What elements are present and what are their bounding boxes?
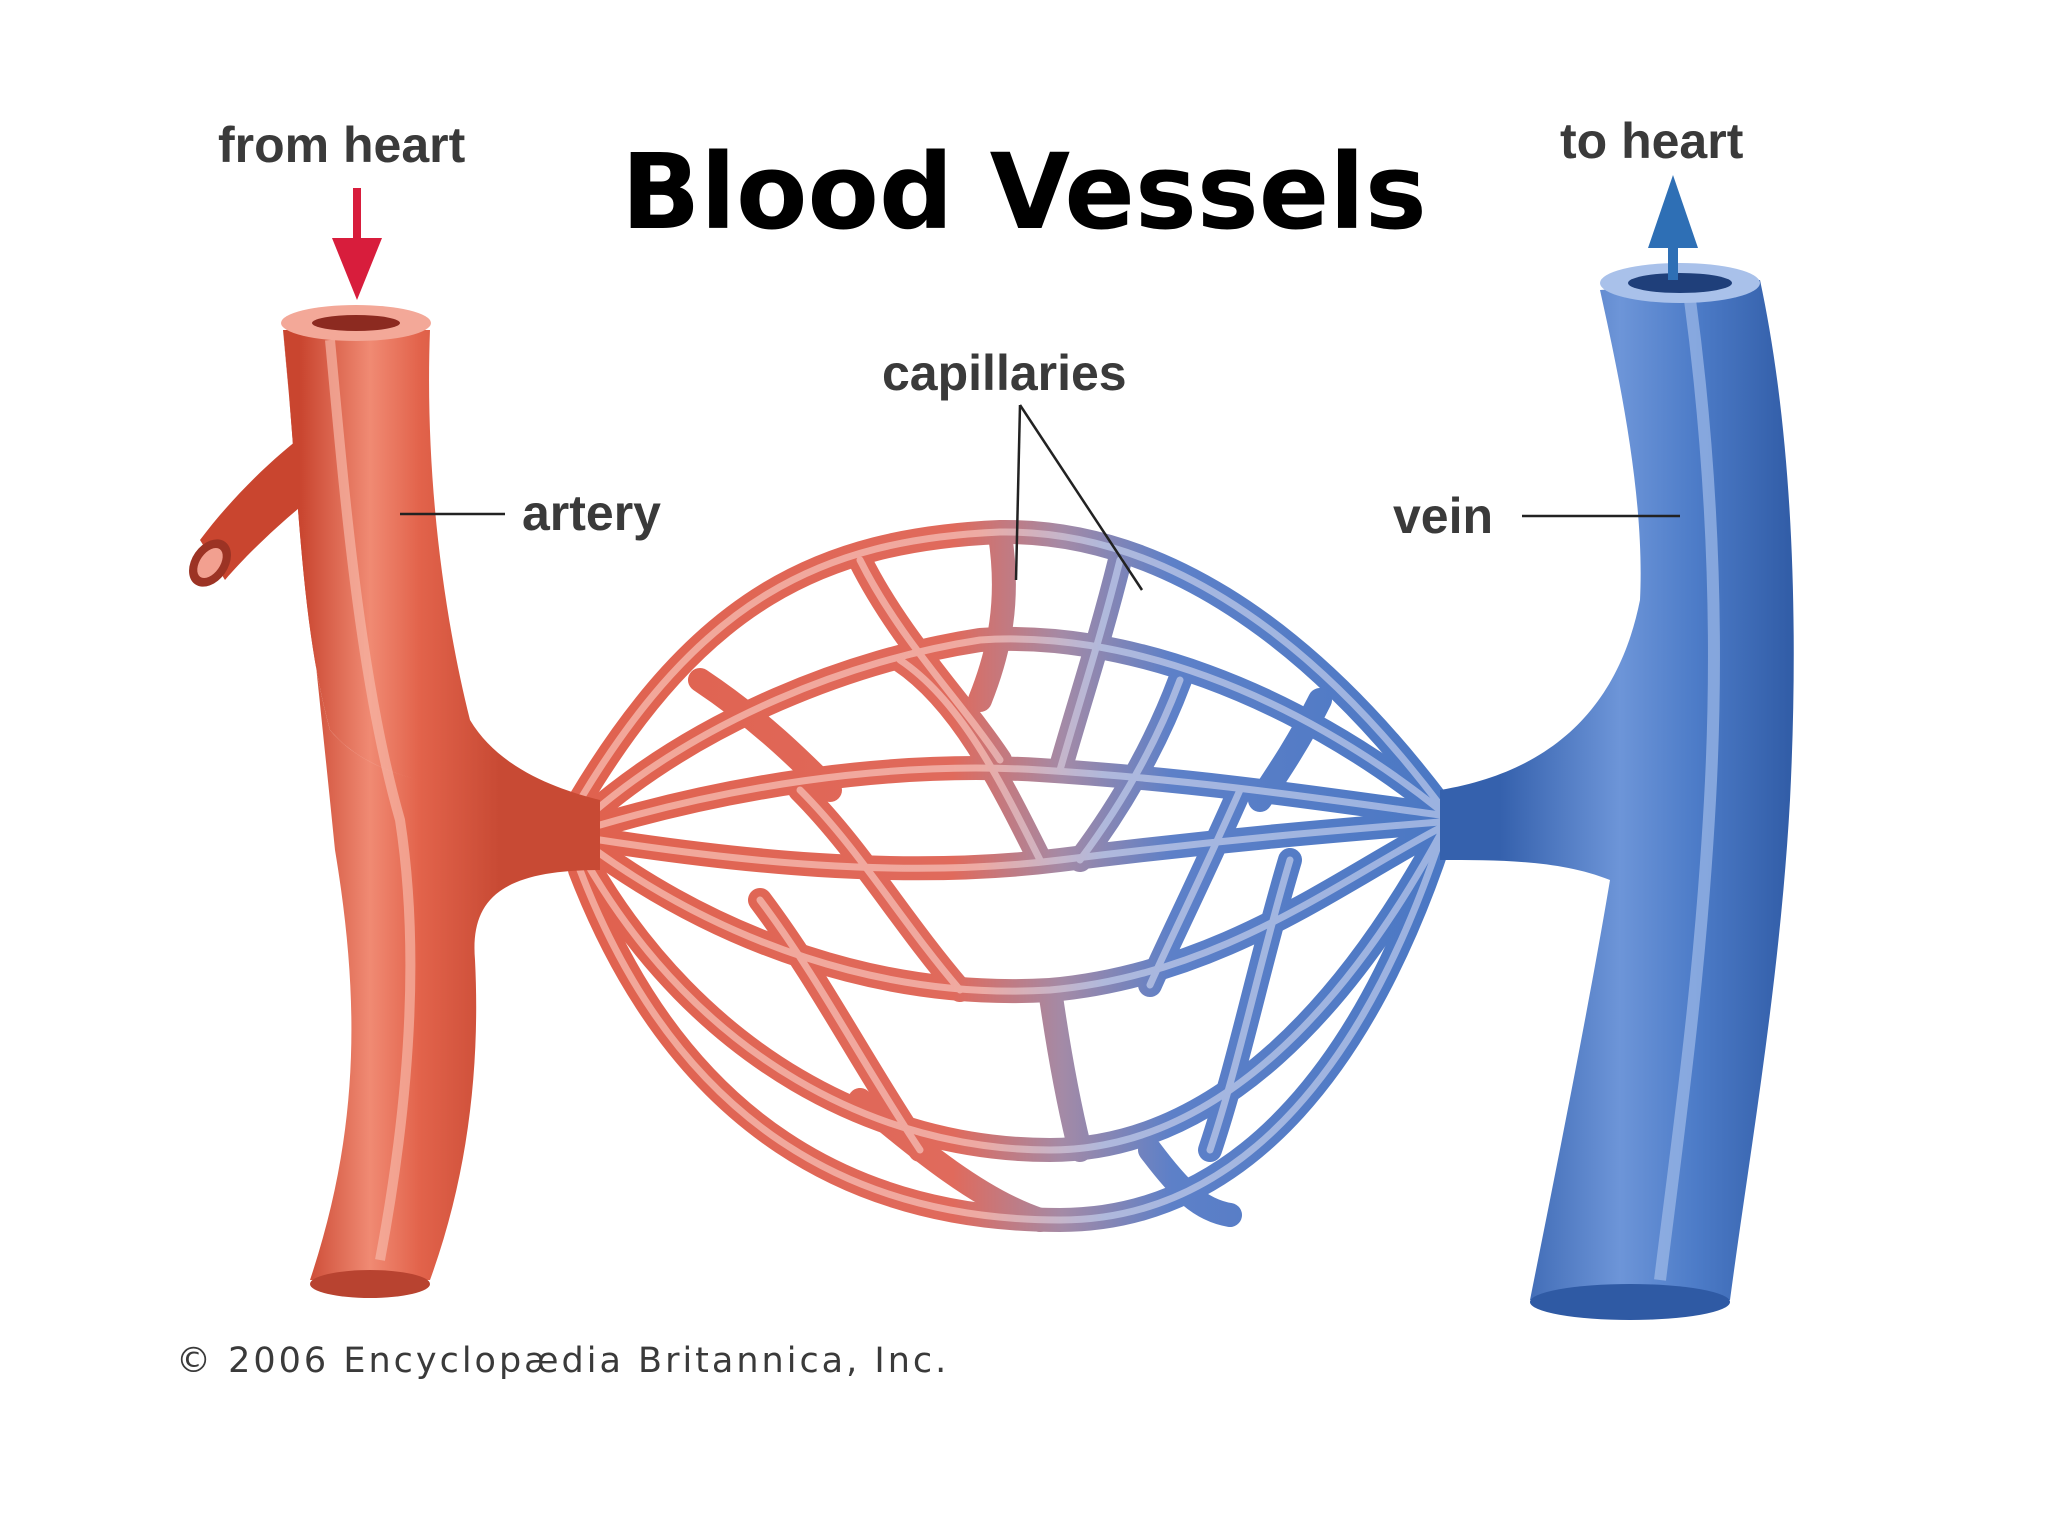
from-heart-label: from heart xyxy=(218,117,466,173)
capillary-network xyxy=(568,519,1452,1233)
vein-label: vein xyxy=(1393,488,1493,544)
capillaries-leader-line xyxy=(1018,404,1144,591)
artery-vessel xyxy=(189,305,600,1298)
copyright-credit: © 2006 Encyclopædia Britannica, Inc. xyxy=(176,1341,949,1381)
from-heart-arrow xyxy=(332,188,382,300)
vein-vessel xyxy=(1440,263,1794,1320)
to-heart-label: to heart xyxy=(1560,113,1744,169)
capillaries-label: capillaries xyxy=(882,345,1127,401)
capillaries-leader-line xyxy=(1014,404,1022,581)
artery-label: artery xyxy=(522,485,661,541)
slide-title: Blood Vessels xyxy=(621,131,1427,253)
to-heart-arrow xyxy=(1648,175,1698,280)
